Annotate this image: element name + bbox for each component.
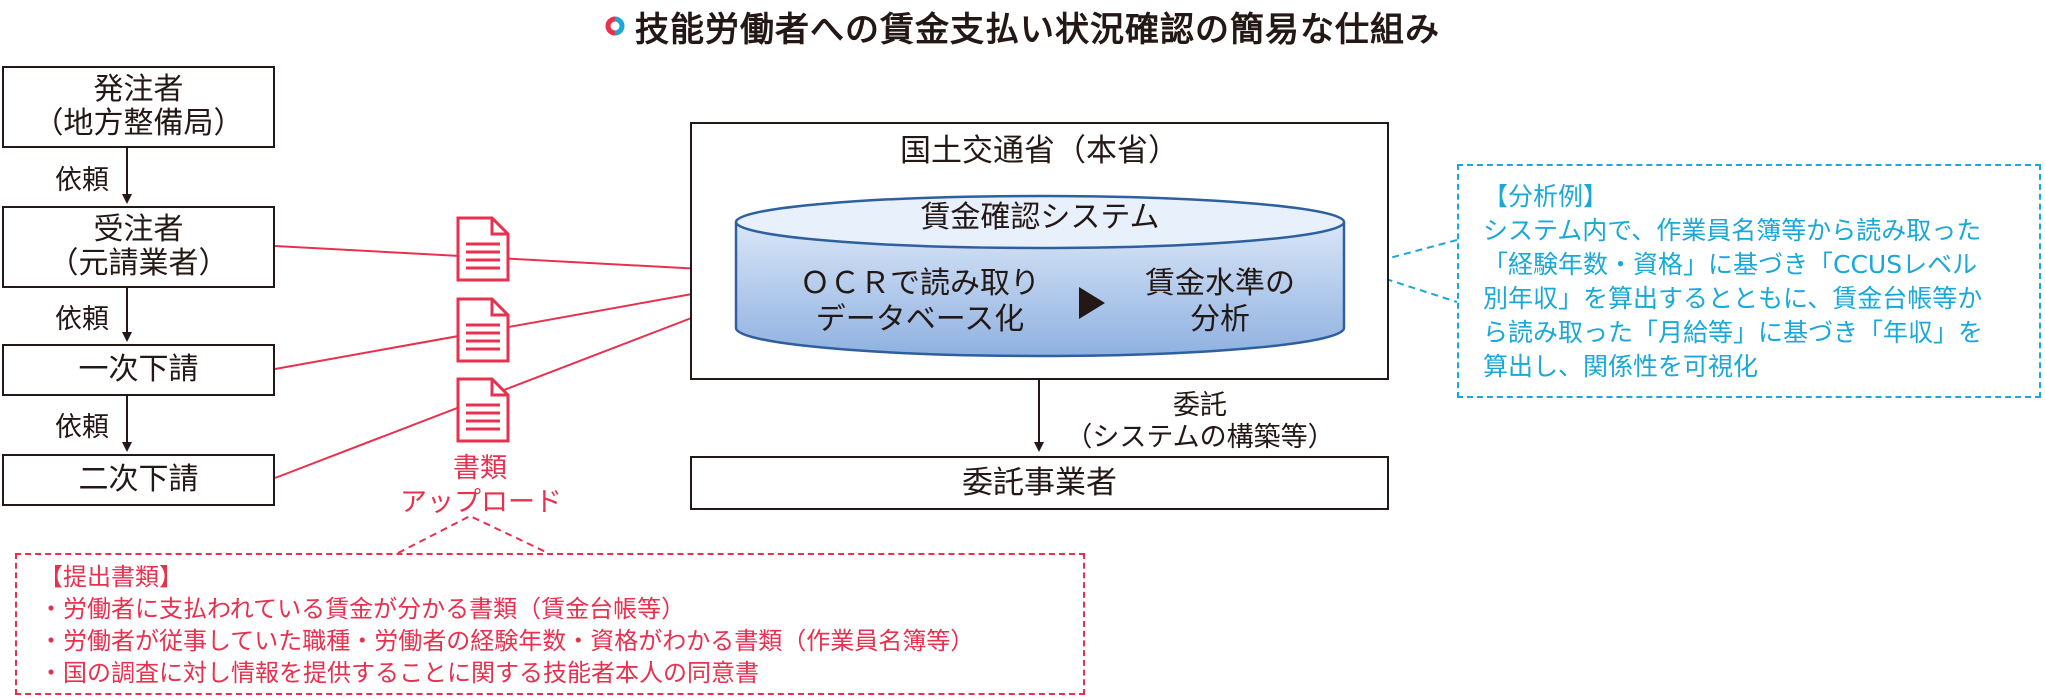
analysis-example-line-4: ら読み取った「月給等」に基づき「年収」を — [1483, 318, 1984, 347]
secondary-sub-box: 二次下請 — [2, 454, 275, 506]
wage-system-cylinder — [734, 194, 1346, 358]
analysis-example-line-2: 「経験年数・資格」に基づき「CCUSレベル — [1483, 250, 1978, 279]
delegation-label-line1: 委託 — [1173, 390, 1227, 421]
document-icon — [456, 297, 510, 363]
document-upload-label-line2: アップロード — [400, 487, 562, 518]
document-icon — [456, 216, 510, 282]
request-label-2: 依頼 — [55, 304, 109, 335]
ocr-process-line2: データベース化 — [815, 302, 1025, 337]
ministry-title: 国土交通省（本省） — [900, 133, 1179, 169]
analysis-example-line-1: システム内で、作業員名簿等から読み取った — [1483, 216, 1982, 245]
documents-callout-pointer — [397, 514, 549, 554]
secondary-sub-name: 二次下請 — [78, 462, 199, 497]
submitted-document-item: ・労働者が従事していた職種・労働者の経験年数・資格がわかる書類（作業員名簿等） — [39, 627, 975, 655]
delegation-label-line2: （システムの構築等） — [1065, 422, 1335, 453]
document-icon — [456, 377, 510, 443]
page-title: 技能労働者への賃金支払い状況確認の簡易な仕組み — [635, 9, 1440, 50]
triangle-right-icon — [1079, 287, 1105, 319]
request-label-1: 依頼 — [55, 165, 109, 196]
system-name: 賃金確認システム — [920, 200, 1160, 235]
analysis-example-line-3: 別年収」を算出するとともに、賃金台帳等か — [1483, 284, 1983, 313]
title-row: 技能労働者への賃金支払い状況確認の簡易な仕組み — [0, 0, 2045, 52]
primary-sub-name: 一次下請 — [78, 352, 199, 387]
document-upload-label-line1: 書類 — [453, 453, 507, 484]
wage-analysis-line1: 賃金水準の — [1145, 266, 1295, 301]
submitted-document-item: ・労働者に支払われている賃金が分かる書類（賃金台帳等） — [39, 595, 686, 623]
analysis-example-line-5: 算出し、関係性を可視化 — [1483, 352, 1759, 381]
submitted-documents-callout: 【提出書類】 ・労働者に支払われている賃金が分かる書類（賃金台帳等） ・労働者が… — [15, 553, 1085, 695]
document-upload-label: 書類 アップロード — [400, 452, 562, 520]
primary-sub-box: 一次下請 — [2, 344, 275, 396]
delegation-label: 委託 （システムの構築等） — [1060, 390, 1340, 454]
contractor-box: 受注者 （元請業者） — [2, 206, 275, 288]
analysis-example-heading: 【分析例】 — [1483, 182, 1609, 211]
orderer-name: 発注者 — [93, 72, 184, 107]
contractor-note: （元請業者） — [48, 246, 229, 281]
request-label-3: 依頼 — [55, 412, 109, 443]
delegated-contractor-box: 委託事業者 — [690, 456, 1389, 510]
ocr-process-line1: ＯＣＲで読み取り — [800, 266, 1040, 301]
wage-analysis-line2: 分析 — [1190, 302, 1250, 337]
analysis-example-callout: 【分析例】 システム内で、作業員名簿等から読み取った 「経験年数・資格」に基づき… — [1457, 164, 2041, 398]
delegated-contractor-name: 委託事業者 — [962, 465, 1117, 501]
wage-analysis: 賃金水準の 分析 — [1110, 266, 1330, 338]
submitted-document-item: ・国の調査に対し情報を提供することに関する技能者本人の同意書 — [39, 659, 759, 687]
contractor-name: 受注者 — [93, 212, 184, 247]
ocr-process: ＯＣＲで読み取り データベース化 — [770, 266, 1070, 338]
orderer-box: 発注者 （地方整備局） — [2, 66, 275, 148]
ring-icon — [605, 16, 625, 36]
orderer-note: （地方整備局） — [33, 106, 244, 141]
submitted-documents-heading: 【提出書類】 — [39, 563, 183, 591]
